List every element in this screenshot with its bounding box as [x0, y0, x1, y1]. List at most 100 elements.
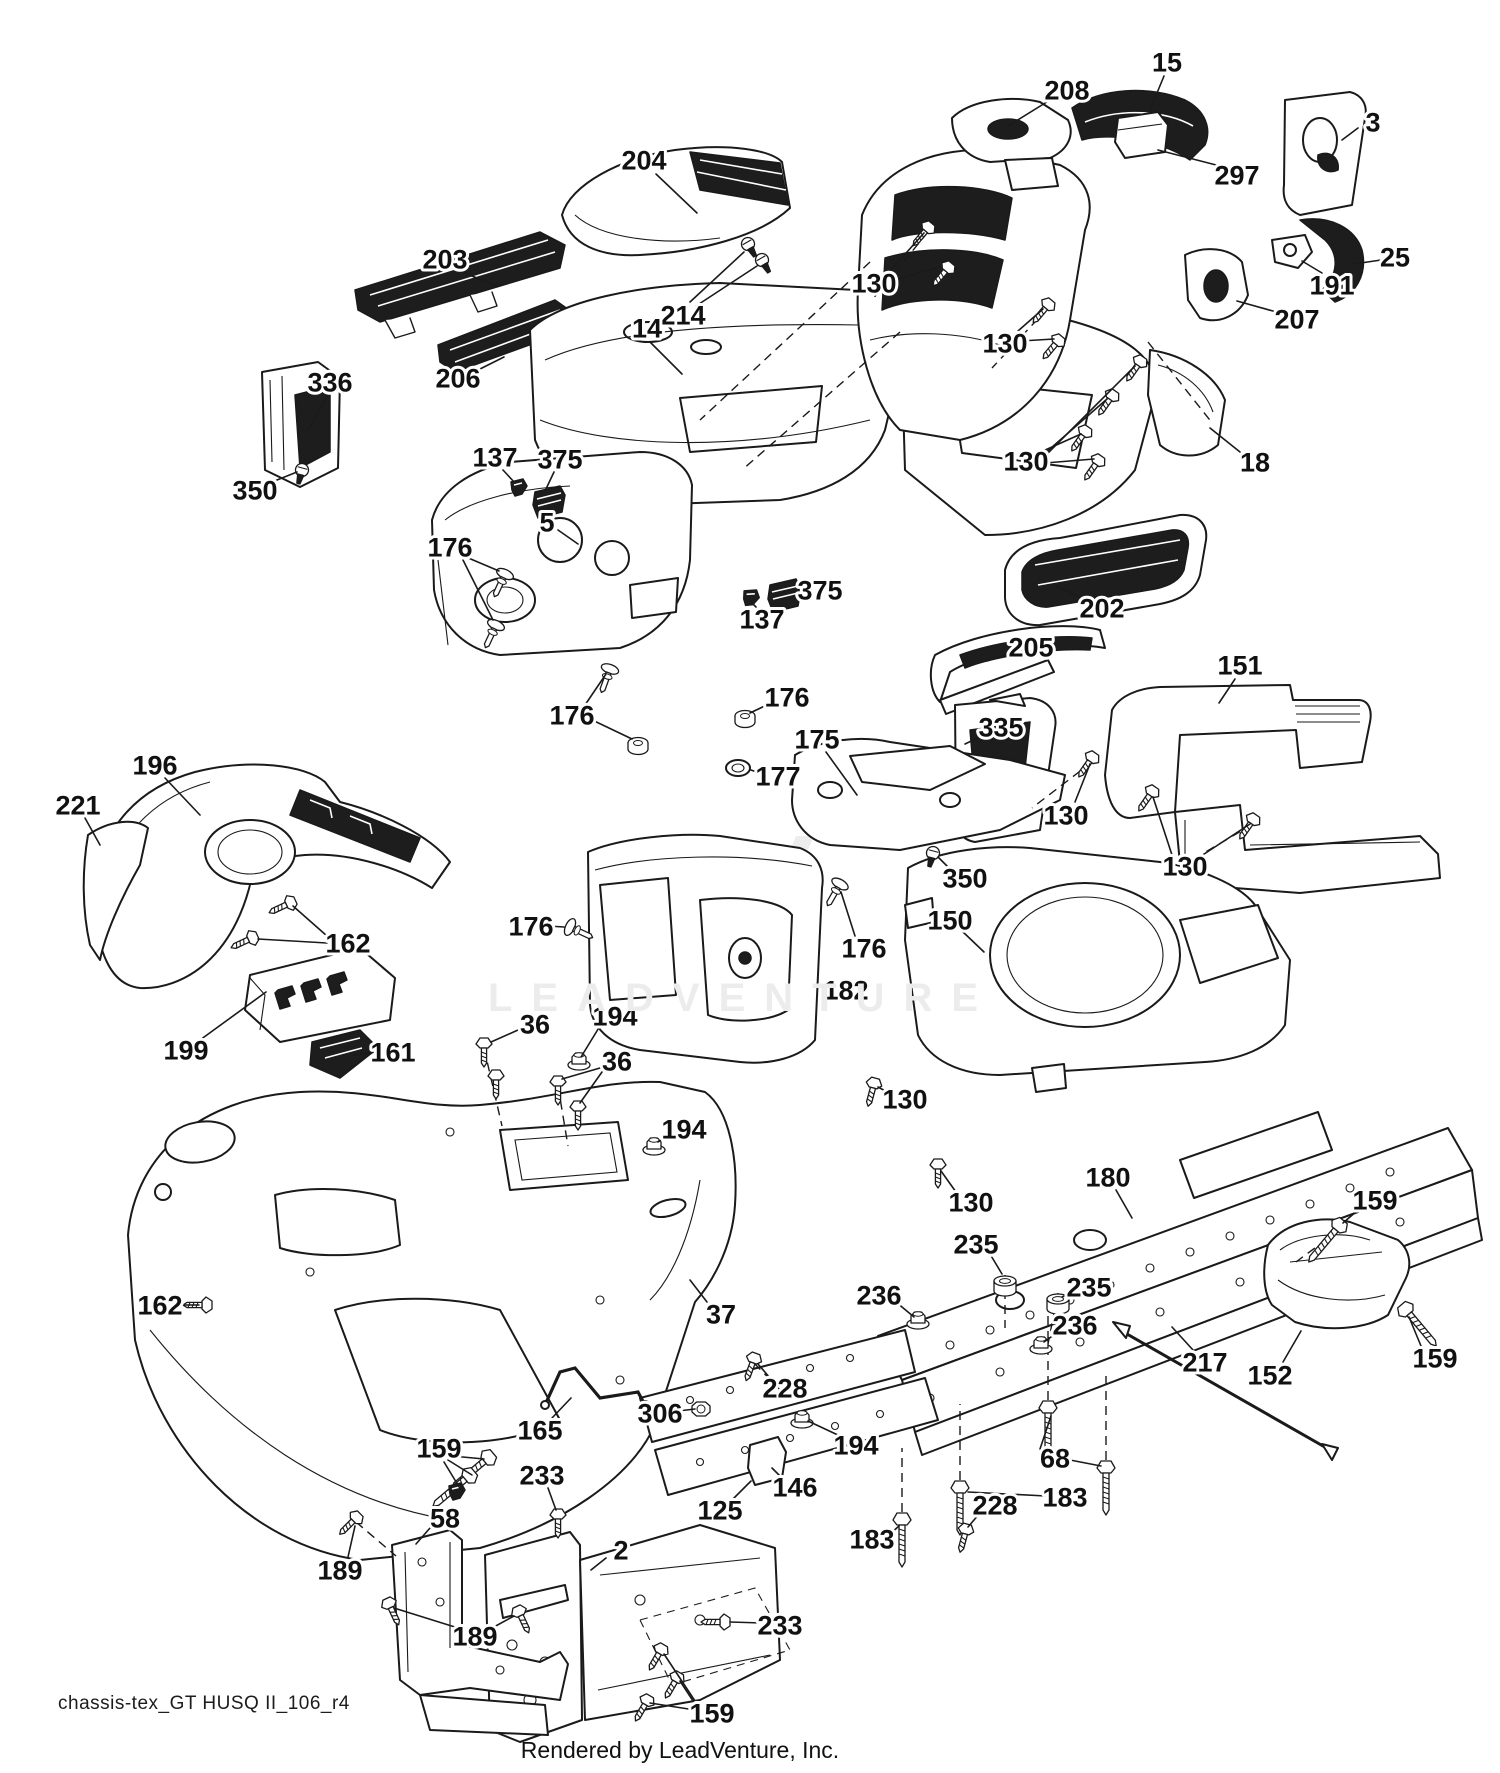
leader-line — [547, 1487, 557, 1511]
part-number-label: 228 — [762, 1374, 807, 1404]
callout-189: 189 — [393, 1607, 515, 1655]
callout-130: 130 — [877, 1082, 931, 1118]
leader-line — [895, 1301, 915, 1318]
fastener-flangenut — [567, 1052, 591, 1071]
callout-58: 58 — [415, 1501, 463, 1545]
callout-350: 350 — [937, 856, 991, 897]
callout-146: 146 — [769, 1467, 821, 1506]
leader-line — [677, 1408, 696, 1412]
leader-line — [199, 991, 267, 1041]
part-number-label: 18 — [1240, 448, 1270, 478]
callout-206: 206 — [432, 356, 505, 397]
leader-line — [1061, 1291, 1074, 1298]
callout-159: 159 — [1342, 1183, 1401, 1224]
callout-214: 214 — [657, 251, 758, 334]
callout-130: 130 — [1000, 365, 1136, 480]
leader-line — [580, 1025, 601, 1058]
part-number-label: 125 — [697, 1496, 742, 1526]
part-number-label: 5 — [539, 508, 554, 538]
part-number-label: 130 — [1003, 447, 1048, 477]
part-number-label: 151 — [1217, 651, 1262, 681]
callout-335: 335 — [964, 710, 1027, 746]
callout-36: 36 — [561, 1044, 635, 1104]
part-number-label: 194 — [833, 1431, 878, 1461]
callout-221: 221 — [52, 788, 104, 846]
callout-203: 203 — [419, 242, 498, 287]
callout-194: 194 — [580, 999, 641, 1058]
part-number-label: 150 — [927, 906, 972, 936]
fastener-screw — [951, 1521, 976, 1555]
leader-line — [649, 341, 683, 375]
part-151-support-bracket — [1104, 684, 1372, 819]
callout-5: 5 — [536, 505, 579, 545]
callout-199: 199 — [160, 991, 267, 1069]
callout-233: 233 — [729, 1608, 806, 1644]
fastener-bolt — [1096, 1460, 1116, 1516]
leader-line — [84, 817, 101, 846]
leader-line — [1157, 149, 1221, 167]
leader-line — [292, 905, 328, 937]
part-number-label: 206 — [435, 364, 480, 394]
callout-176: 176 — [749, 680, 813, 716]
part-number-label: 3 — [1365, 108, 1380, 138]
diagram-id-text: chassis-tex_GT HUSQ II_106_r4 — [58, 1693, 350, 1714]
leader-line — [1149, 75, 1165, 111]
callout-196: 196 — [129, 748, 201, 816]
leader-line — [590, 1557, 607, 1571]
leader-line — [750, 769, 763, 775]
leader-line — [649, 1702, 696, 1711]
part-number-label: 233 — [519, 1461, 564, 1491]
callout-2: 2 — [590, 1533, 632, 1571]
leader-line — [798, 590, 807, 593]
assembly-dash-line — [741, 331, 901, 471]
leader-line — [689, 1279, 708, 1303]
part-165-rod — [543, 1366, 647, 1407]
leader-line — [1007, 99, 1051, 127]
part-number-label: 36 — [520, 1010, 550, 1040]
leader-line — [1152, 796, 1173, 856]
part-number-label: 189 — [317, 1556, 362, 1586]
fastener-pushnut — [734, 709, 756, 729]
callout-297: 297 — [1157, 149, 1263, 194]
leader-line — [889, 232, 925, 272]
leader-line — [461, 271, 498, 287]
callout-18: 18 — [1209, 427, 1273, 481]
callout-236: 236 — [853, 1278, 915, 1318]
part-152-dash-support — [1263, 1218, 1411, 1330]
part-number-label: 130 — [982, 329, 1027, 359]
leader-line — [807, 1420, 841, 1437]
part-number-label: 236 — [856, 1281, 901, 1311]
assembly-dash-line — [1031, 761, 1093, 809]
part-18-lower-trim — [1147, 349, 1226, 457]
part-number-label: 199 — [163, 1036, 208, 1066]
part-number-label: 205 — [1008, 633, 1053, 663]
callout-350: 350 — [229, 471, 298, 509]
part-number-label: 183 — [849, 1525, 894, 1555]
callout-233: 233 — [516, 1458, 568, 1511]
part-number-label: 235 — [953, 1230, 998, 1260]
leader-line — [891, 265, 943, 282]
callout-336: 336 — [304, 365, 356, 431]
leader-line — [447, 1459, 473, 1476]
leader-line — [757, 1363, 771, 1379]
leader-line — [587, 717, 633, 740]
callout-152: 152 — [1244, 1330, 1302, 1394]
part-number-label: 68 — [1040, 1444, 1070, 1474]
leader-line — [347, 1525, 356, 1558]
part-number-label: 191 — [1309, 271, 1354, 301]
leader-line — [502, 469, 516, 484]
part-number-label: 214 — [660, 301, 705, 331]
part-number-label: 165 — [517, 1416, 562, 1446]
leader-line — [579, 1071, 603, 1104]
leader-line — [961, 930, 985, 953]
callout-130: 130 — [1152, 796, 1251, 885]
part-number-label: 159 — [1352, 1186, 1397, 1216]
leader-line — [967, 1512, 981, 1528]
leader-line — [490, 1029, 519, 1043]
callout-177: 177 — [750, 759, 804, 795]
leader-line — [1044, 458, 1095, 464]
leader-line — [415, 1527, 431, 1545]
leader-line — [551, 1397, 572, 1419]
leader-line — [1353, 259, 1382, 265]
